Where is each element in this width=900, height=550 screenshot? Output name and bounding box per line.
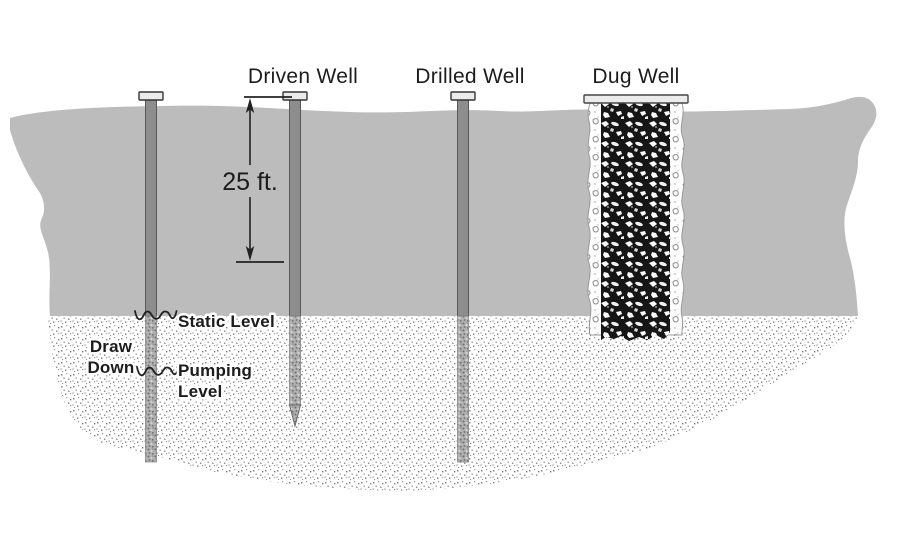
driven-well-pipe bbox=[289, 99, 301, 317]
dug-well-cap bbox=[583, 94, 689, 104]
drilled-well-cap bbox=[450, 91, 476, 101]
drilled-well-screen bbox=[457, 315, 469, 463]
drilled-well bbox=[450, 91, 476, 463]
arrowhead-down-icon bbox=[245, 246, 255, 261]
water-level-marks bbox=[134, 310, 180, 377]
dug-well-rubble bbox=[601, 103, 670, 341]
draw-down-label-line2: Down bbox=[87, 358, 134, 377]
dug-well-title: Dug Well bbox=[592, 65, 679, 88]
driven-well-point bbox=[288, 404, 302, 428]
pumping-level-label-line2: Level bbox=[178, 382, 222, 401]
dug-well bbox=[583, 94, 689, 341]
arrowhead-up-icon bbox=[245, 98, 255, 113]
static-level-squiggle-icon bbox=[134, 310, 178, 321]
drilled-well-title: Drilled Well bbox=[415, 65, 524, 88]
example-well bbox=[138, 91, 164, 463]
example-well-cap bbox=[138, 91, 164, 101]
pumping-level-squiggle-icon bbox=[136, 366, 180, 377]
driven-well-screen bbox=[289, 315, 301, 406]
drilled-well-pipe bbox=[457, 99, 469, 317]
driven-well-cap bbox=[282, 91, 308, 101]
saturated-zone bbox=[48, 316, 858, 491]
draw-down-label-line1: Draw bbox=[90, 337, 133, 356]
depth-dimension bbox=[236, 96, 292, 263]
pumping-level-label-line1: Pumping bbox=[178, 361, 252, 380]
driven-well bbox=[282, 91, 308, 428]
driven-well-title: Driven Well bbox=[248, 65, 358, 88]
example-well-pipe bbox=[145, 99, 157, 317]
static-level-label: Static Level bbox=[178, 312, 275, 331]
example-well-screen bbox=[145, 315, 157, 463]
unsaturated-zone bbox=[10, 96, 877, 316]
depth-label: 25 ft. bbox=[222, 168, 278, 196]
